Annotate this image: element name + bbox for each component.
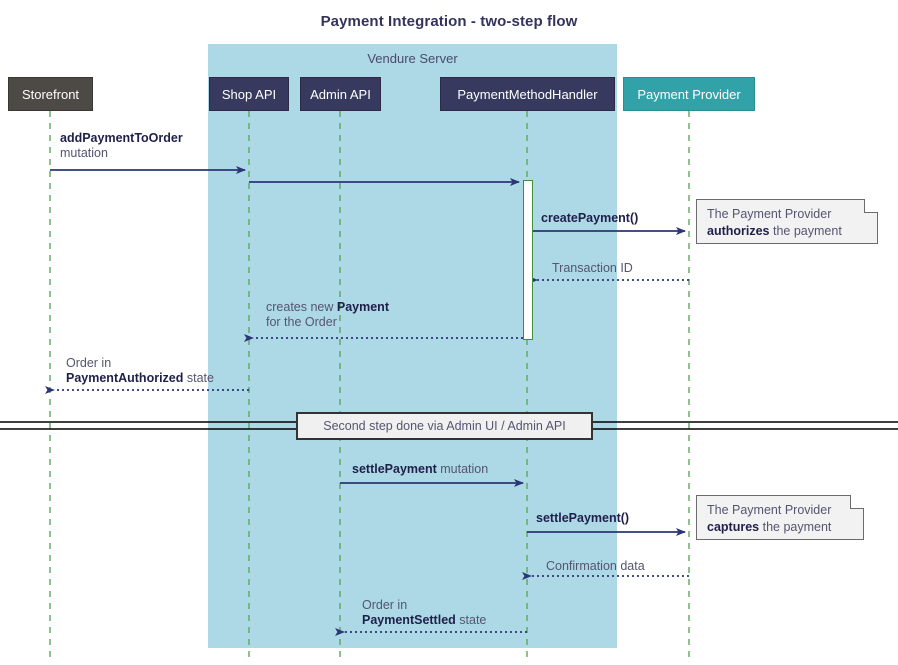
activation-bar-payment-method-handler xyxy=(523,180,533,340)
note-captures-rest: the payment xyxy=(762,520,832,534)
participant-payment-method-handler[interactable]: PaymentMethodHandler xyxy=(440,77,615,111)
note-captures-bold: captures xyxy=(707,520,760,534)
message-label-creates-new-payment-pre: creates new xyxy=(266,300,337,314)
message-label-confirmation-data: Confirmation data xyxy=(546,559,645,573)
note-authorizes: The Payment Provider authorizes the paym… xyxy=(696,199,878,244)
message-arrows xyxy=(45,166,689,636)
message-label-create-payment: createPayment() xyxy=(541,211,638,226)
message-label-transaction-id: Transaction ID xyxy=(552,261,633,275)
divider-label: Second step done via Admin UI / Admin AP… xyxy=(323,419,566,433)
divider-second-step: Second step done via Admin UI / Admin AP… xyxy=(296,412,593,440)
message-label-creates-new-payment-bold: Payment xyxy=(336,300,389,314)
message-label-settle-payment-call-bold: settlePayment() xyxy=(536,511,630,525)
participant-admin-api[interactable]: Admin API xyxy=(300,77,381,111)
participant-shop-api[interactable]: Shop API xyxy=(209,77,289,111)
participant-storefront[interactable]: Storefront xyxy=(8,77,93,111)
participant-label-payment-provider: Payment Provider xyxy=(637,86,741,102)
note-captures-line1: The Payment Provider xyxy=(707,503,832,517)
note-fold-corner-icon xyxy=(850,495,864,509)
lifelines xyxy=(49,111,690,662)
participant-payment-provider[interactable]: Payment Provider xyxy=(623,77,755,111)
group-vendure-server xyxy=(208,44,617,648)
message-label-add-payment-to-order: addPaymentToOrder mutation xyxy=(60,131,183,161)
participant-label-storefront: Storefront xyxy=(21,86,80,102)
participant-label-shop-api: Shop API xyxy=(221,86,277,102)
message-label-settle-payment-mutation-rest: mutation xyxy=(440,462,489,476)
message-label-create-payment-bold: createPayment() xyxy=(541,211,639,225)
note-authorizes-bold: authorizes xyxy=(707,224,770,238)
note-authorizes-line1: The Payment Provider xyxy=(707,207,832,221)
page-title: Payment Integration - two-step flow xyxy=(320,13,578,30)
message-label-settle-payment-call: settlePayment() xyxy=(536,511,629,526)
message-label-order-payment-settled-rest: state xyxy=(459,613,487,627)
message-label-creates-new-payment-line2: for the Order xyxy=(266,315,337,329)
message-label-settle-payment-mutation-bold: settlePayment xyxy=(352,462,437,476)
message-label-order-payment-settled-bold: PaymentSettled xyxy=(362,613,456,627)
message-label-order-payment-authorized-rest: state xyxy=(186,371,214,385)
note-captures: The Payment Provider captures the paymen… xyxy=(696,495,864,540)
message-label-order-payment-settled-line1: Order in xyxy=(362,598,408,612)
message-label-add-payment-to-order-rest: mutation xyxy=(60,146,108,160)
note-fold-corner-icon xyxy=(864,199,878,213)
participant-label-admin-api: Admin API xyxy=(310,86,371,102)
group-label-vendure-server: Vendure Server xyxy=(367,51,458,66)
participant-label-payment-method-handler: PaymentMethodHandler xyxy=(457,86,598,102)
note-authorizes-rest: the payment xyxy=(773,224,842,238)
message-label-add-payment-to-order-bold: addPaymentToOrder xyxy=(60,131,183,145)
message-label-order-payment-authorized-bold: PaymentAuthorized xyxy=(66,371,184,385)
message-label-creates-new-payment: creates new Payment for the Order xyxy=(266,300,389,330)
message-label-order-payment-authorized-line1: Order in xyxy=(66,356,112,370)
message-label-order-payment-settled: Order in PaymentSettled state xyxy=(362,598,486,628)
message-label-order-payment-authorized: Order in PaymentAuthorized state xyxy=(66,356,214,386)
message-label-settle-payment-mutation: settlePayment mutation xyxy=(352,462,488,477)
